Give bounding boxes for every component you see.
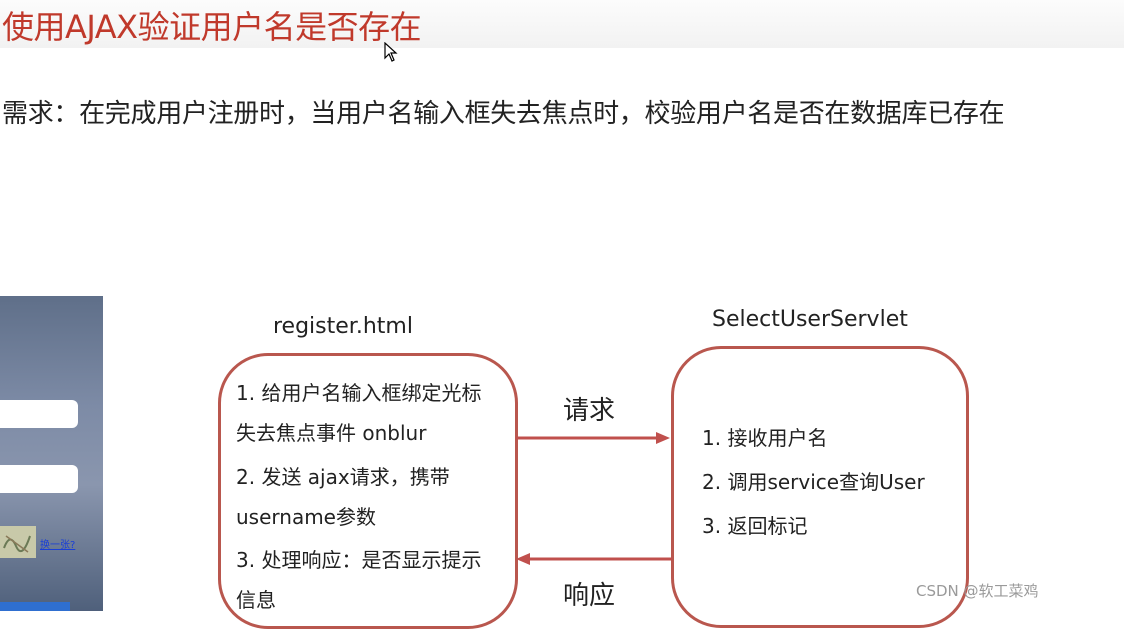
request-arrowhead-icon: [656, 432, 670, 444]
client-box: [218, 353, 518, 629]
flow-arrows: [516, 432, 672, 565]
client-step: username参数: [236, 505, 376, 529]
requirement-text: 需求：在完成用户注册时，当用户名输入框失去焦点时，校验用户名是否在数据库已存在: [2, 99, 1005, 129]
client-label: register.html: [273, 314, 413, 339]
response-arrowhead-icon: [516, 553, 530, 565]
mouse-pointer-icon: [384, 42, 398, 62]
captcha-glyph-icon: [3, 535, 31, 553]
title-band: [0, 0, 1124, 48]
register-button-preview: [0, 602, 70, 611]
client-step: 3. 处理响应：是否显示提示: [236, 548, 482, 572]
server-box: [671, 346, 969, 628]
server-step: 1. 接收用户名: [702, 426, 828, 450]
response-label: 响应: [563, 581, 616, 611]
password-input-preview: [0, 465, 78, 493]
captcha-image: [0, 526, 36, 558]
client-step: 失去焦点事件 onblur: [236, 421, 427, 445]
watermark: CSDN @软工菜鸡: [916, 582, 1039, 600]
request-label: 请求: [563, 396, 616, 426]
refresh-captcha-link[interactable]: 换一张?: [40, 540, 76, 551]
server-step: 3. 返回标记: [702, 514, 808, 538]
server-label: SelectUserServlet: [712, 307, 908, 332]
client-step: 2. 发送 ajax请求，携带: [236, 465, 450, 489]
register-page-thumbnail: 换一张?: [0, 296, 103, 611]
client-step: 1. 给用户名输入框绑定光标: [236, 381, 482, 405]
server-step: 2. 调用service查询User: [702, 470, 925, 494]
username-input-preview: [0, 400, 78, 428]
page-title: 使用AJAX验证用户名是否存在: [2, 8, 422, 46]
client-step: 信息: [236, 588, 276, 612]
